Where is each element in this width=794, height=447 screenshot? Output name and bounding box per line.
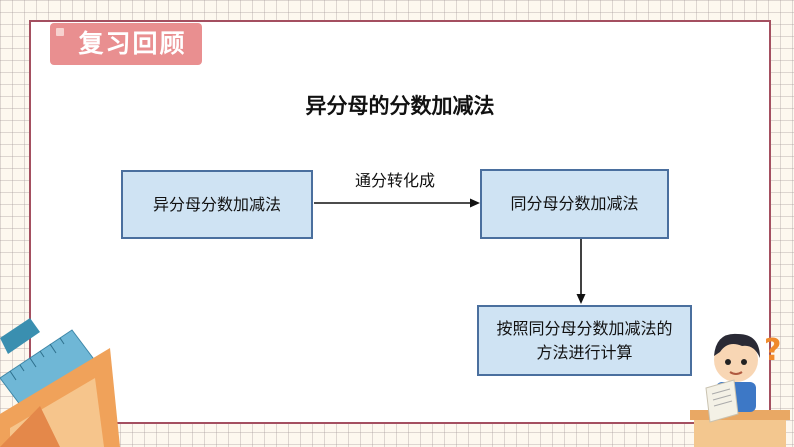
- section-tag: 复习回顾: [50, 23, 202, 65]
- node-unlike-denominator: 异分母分数加减法: [121, 170, 313, 239]
- tag-corner-decoration: [56, 28, 64, 36]
- section-tag-label: 复习回顾: [78, 29, 187, 58]
- cartoon-boy-icon: ?: [690, 333, 790, 447]
- edge-label-convert: 通分转化成: [354, 171, 435, 190]
- node-compute-method: 按照同分母分数加减法的方法进行计算: [477, 305, 692, 376]
- node-like-denominator-label: 同分母分数加减法: [510, 194, 639, 213]
- node-unlike-denominator-label: 异分母分数加减法: [152, 194, 281, 214]
- arrow-left-to-right: [314, 198, 480, 208]
- node-like-denominator: 同分母分数加减法: [480, 169, 669, 239]
- diagram-title: 异分母的分数加减法: [305, 94, 495, 118]
- node-compute-method-label: 按照同分母分数加减法的方法进行计算: [496, 318, 673, 362]
- ruler-icon: [0, 318, 120, 447]
- arrow-right-to-bottom: [576, 239, 586, 304]
- svg-text:?: ?: [764, 333, 781, 368]
